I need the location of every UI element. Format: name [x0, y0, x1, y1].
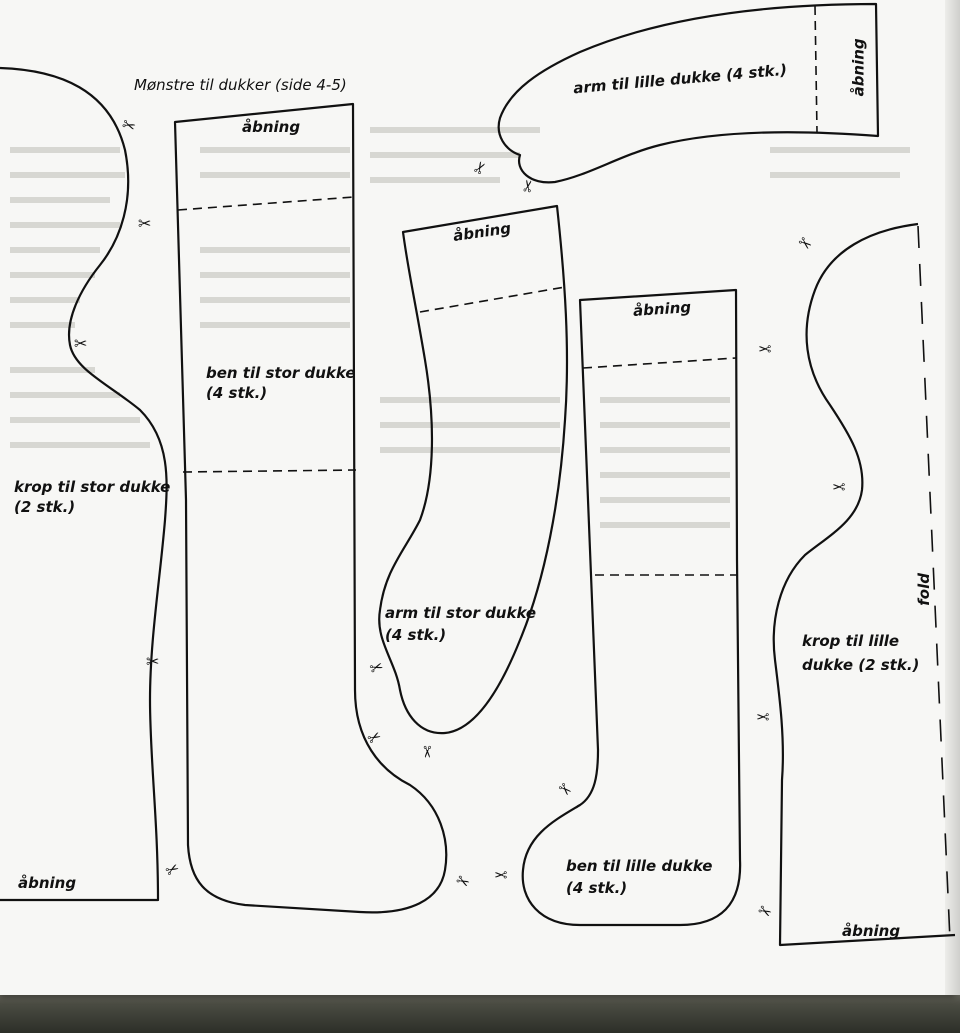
- fold-line: [917, 225, 951, 941]
- small-leg-label: ben til lille dukke: [566, 857, 713, 875]
- small-leg-dash-1: [582, 357, 737, 369]
- big-body-label: krop til stor dukke: [14, 478, 171, 496]
- small-body-label-line1: krop til lille: [802, 632, 900, 650]
- big-doll-leg-outline: [173, 102, 448, 914]
- small-doll-arm-outline: [497, 2, 880, 184]
- scissors-icon: ✂: [138, 214, 152, 233]
- paper-spine-edge: [945, 0, 960, 995]
- scissors-icon: ✂: [146, 652, 160, 671]
- scissors-icon: ✂: [494, 865, 508, 884]
- big-leg-count: (4 stk.): [206, 384, 268, 402]
- scissors-icon: ✂: [417, 745, 437, 759]
- big-arm-count: (4 stk.): [385, 626, 447, 644]
- paper-sheet: [0, 0, 955, 995]
- show-through-text: [10, 127, 910, 528]
- scissors-icon: ✂: [758, 339, 772, 358]
- scissors-icon: ✂: [74, 334, 88, 353]
- big-leg-dash-2: [182, 469, 357, 473]
- scissors-icon: ✂: [756, 707, 770, 726]
- scissors-icon: ✂: [517, 177, 539, 195]
- scissors-icon: ✂: [832, 477, 846, 496]
- big-body-opening: åbning: [18, 874, 77, 892]
- small-arm-dash: [814, 5, 818, 133]
- page-title: Mønstre til dukker (side 4-5): [134, 76, 347, 94]
- big-doll-body-outline: [0, 66, 168, 902]
- big-body-count: (2 stk.): [14, 498, 76, 516]
- big-leg-opening: åbning: [242, 118, 301, 136]
- small-leg-count: (4 stk.): [566, 879, 628, 897]
- small-arm-opening: åbning: [849, 38, 868, 97]
- small-body-opening: åbning: [842, 922, 901, 940]
- small-body-label-line2: dukke (2 stk.): [802, 656, 920, 674]
- small-doll-leg-outline: [521, 288, 742, 927]
- small-body-fold: fold: [914, 573, 933, 606]
- big-doll-arm-outline: [378, 204, 569, 735]
- big-leg-label: ben til stor dukke: [206, 364, 356, 382]
- big-arm-label: arm til stor dukke: [385, 604, 537, 622]
- big-leg-dash-1: [177, 196, 355, 211]
- big-arm-dash: [419, 286, 566, 313]
- small-doll-body-outline: [772, 222, 956, 947]
